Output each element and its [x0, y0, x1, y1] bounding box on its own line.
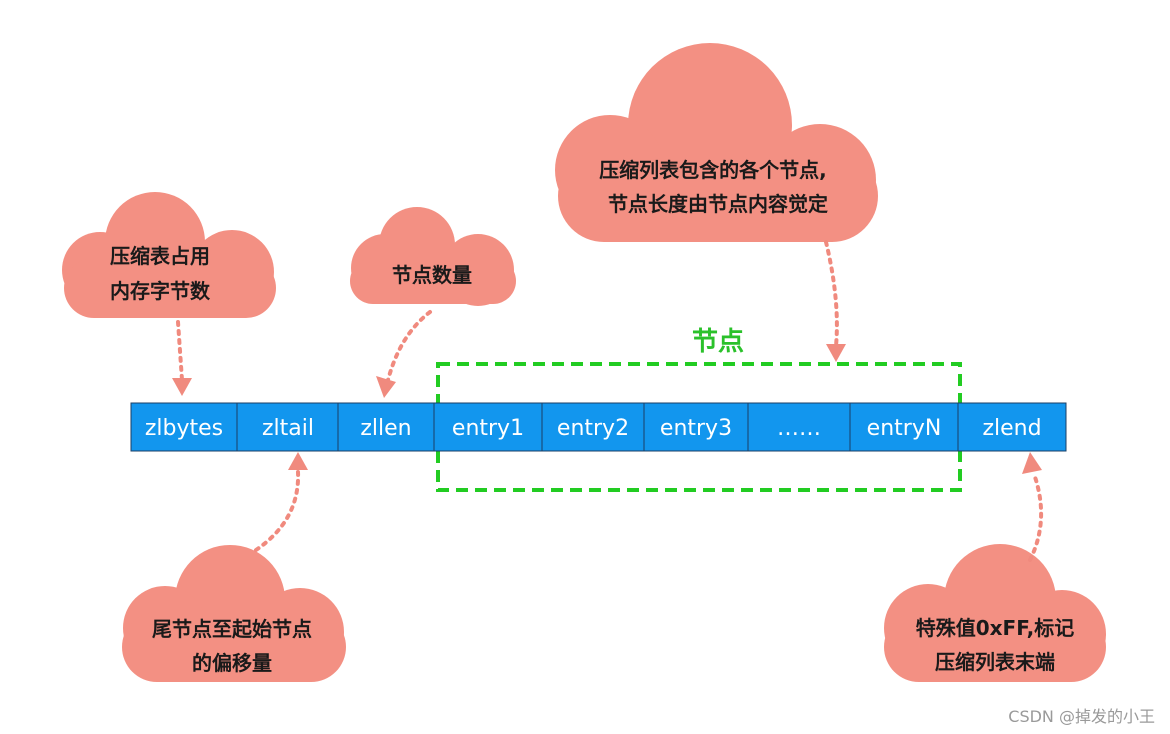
cloud-entries: 压缩列表包含的各个节点, 节点长度由节点内容觉定	[555, 43, 878, 242]
arrow-zlbytes	[172, 320, 192, 396]
cloud-zllen-line1: 节点数量	[392, 263, 472, 287]
cell-zllen-label: zllen	[360, 416, 411, 441]
cell-entry2-label: entry2	[557, 416, 629, 441]
cloud-zltail-line1: 尾节点至起始节点	[152, 617, 312, 641]
cell-zltail	[236, 402, 339, 452]
cell-zlend	[957, 402, 1067, 452]
cell-entry2	[541, 402, 645, 452]
cell-ellipsis	[747, 402, 851, 452]
arrow-zltail	[254, 452, 308, 552]
cloud-zlend: 特殊值0xFF,标记 压缩列表末端	[884, 544, 1106, 682]
cell-zlend-label: zlend	[982, 416, 1041, 441]
cell-zlbytes	[130, 402, 238, 452]
cloud-entries-line1: 压缩列表包含的各个节点,	[599, 158, 827, 182]
cell-entry3-label: entry3	[660, 416, 732, 441]
cloud-zllen: 节点数量	[350, 207, 516, 306]
cloud-zlend-line2: 压缩列表末端	[935, 650, 1055, 674]
node-group-label: 节点	[692, 326, 744, 357]
cell-ellipsis-label: ……	[777, 416, 821, 441]
cell-entryN-label: entryN	[867, 416, 942, 441]
ziplist-row: zlbytes zltail zllen entry1 entry2 entry…	[130, 402, 1067, 452]
cell-entry1-label: entry1	[452, 416, 524, 441]
watermark: CSDN @掉发的小王	[1008, 707, 1155, 726]
cell-zltail-label: zltail	[262, 416, 314, 441]
cell-zlbytes-label: zlbytes	[145, 416, 223, 441]
cloud-zltail: 尾节点至起始节点 的偏移量	[122, 545, 346, 682]
cloud-zlbytes-line2: 内存字节数	[110, 279, 211, 303]
arrow-zllen	[376, 310, 432, 398]
cell-entry1	[433, 402, 543, 452]
cloud-zltail-line2: 的偏移量	[192, 651, 272, 675]
arrow-zlend	[1022, 452, 1044, 562]
cloud-entries-line2: 节点长度由节点内容觉定	[608, 192, 828, 216]
cloud-zlend-line1: 特殊值0xFF,标记	[916, 616, 1075, 640]
cloud-zlbytes: 压缩表占用 内存字节数	[62, 192, 276, 318]
cell-entry3	[643, 402, 749, 452]
arrow-entries	[824, 240, 846, 362]
cell-zllen	[337, 402, 435, 452]
cloud-zlbytes-line1: 压缩表占用	[110, 244, 210, 268]
cell-entryN	[849, 402, 959, 452]
